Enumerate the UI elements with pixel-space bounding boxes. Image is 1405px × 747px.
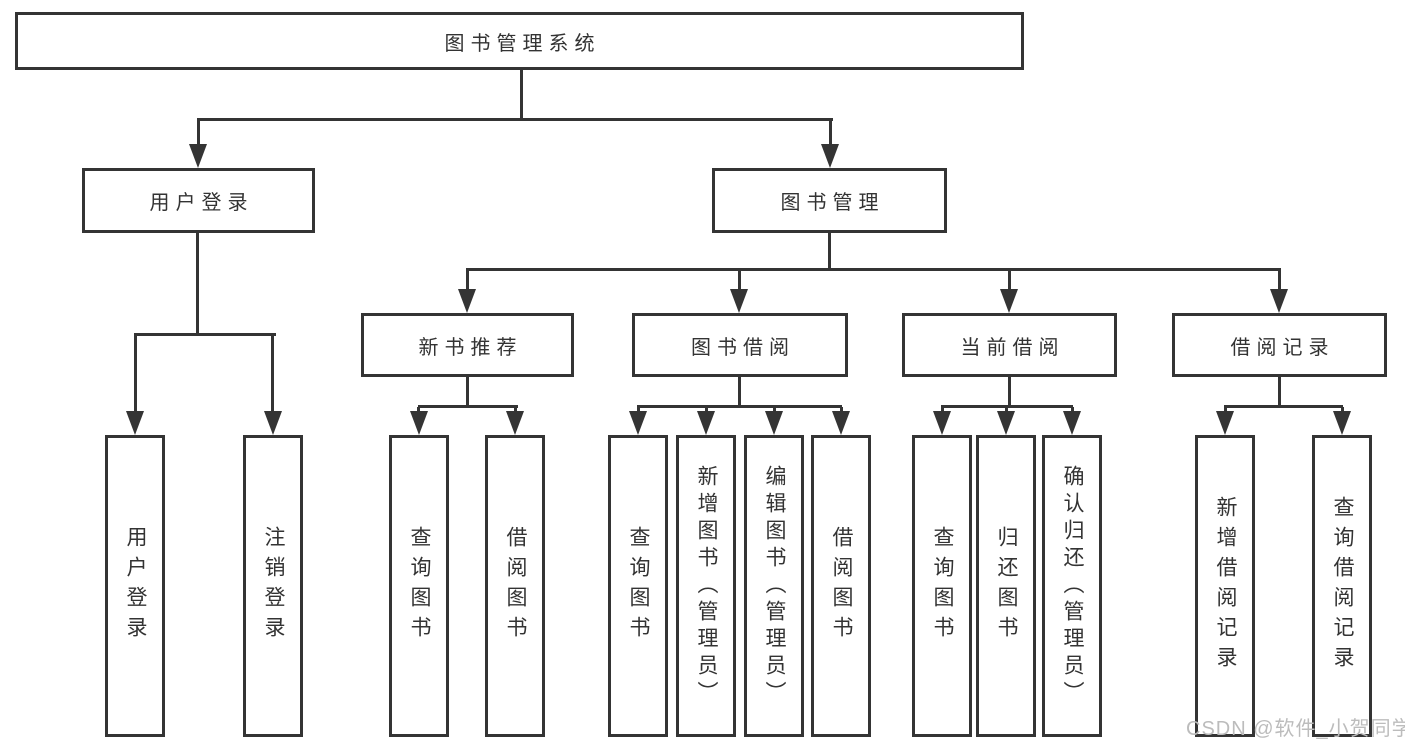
node-label: 图书借阅	[691, 336, 795, 359]
leaf-edit-books-admin: 编辑图书（管理员）	[744, 435, 804, 737]
leaf-label: 注销登录	[262, 526, 285, 646]
leaf-add-borrow-record: 新增借阅记录	[1195, 435, 1255, 737]
arrow-down-icon	[410, 411, 428, 435]
connector-line	[466, 270, 469, 291]
node-book-management: 图书管理	[712, 168, 947, 233]
arrow-down-icon	[1333, 411, 1351, 435]
leaf-return-books: 归还图书	[976, 435, 1036, 737]
arrow-down-icon	[1216, 411, 1234, 435]
connector-line	[1008, 377, 1011, 408]
connector-line	[1278, 377, 1281, 408]
leaf-label: 编辑图书（管理员）	[763, 464, 786, 708]
node-label: 图书管理系统	[444, 32, 601, 55]
leaf-query-books-recommend: 查询图书	[389, 435, 449, 737]
connector-line	[1224, 405, 1343, 408]
connector-line	[466, 377, 469, 408]
node-label: 新书推荐	[418, 336, 523, 359]
leaf-query-books-current: 查询图书	[912, 435, 972, 737]
node-label: 借阅记录	[1230, 336, 1335, 359]
leaf-borrow-books: 借阅图书	[811, 435, 871, 737]
leaf-label: 借阅图书	[830, 526, 853, 646]
leaf-label: 查询图书	[627, 526, 650, 646]
connector-line	[271, 335, 274, 413]
arrow-down-icon	[765, 411, 783, 435]
node-book-borrow: 图书借阅	[632, 313, 848, 377]
connector-line	[637, 405, 842, 408]
arrow-down-icon	[832, 411, 850, 435]
arrow-down-icon	[458, 289, 476, 313]
arrow-down-icon	[506, 411, 524, 435]
connector-line	[197, 118, 833, 121]
node-user-login: 用户登录	[82, 168, 315, 233]
leaf-label: 用户登录	[124, 526, 147, 646]
leaf-query-borrow-record: 查询借阅记录	[1312, 435, 1372, 737]
leaf-label: 归还图书	[995, 526, 1018, 646]
leaf-borrow-books-recommend: 借阅图书	[485, 435, 545, 737]
arrow-down-icon	[126, 411, 144, 435]
leaf-label: 查询借阅记录	[1331, 496, 1354, 676]
arrow-down-icon	[933, 411, 951, 435]
connector-line	[196, 233, 199, 335]
leaf-label: 查询图书	[931, 526, 954, 646]
arrow-down-icon	[1270, 289, 1288, 313]
connector-line	[418, 405, 518, 408]
arrow-down-icon	[730, 289, 748, 313]
leaf-user-login: 用户登录	[105, 435, 165, 737]
connector-line	[134, 335, 137, 413]
connector-line	[520, 70, 523, 120]
connector-line	[1008, 270, 1011, 291]
arrow-down-icon	[264, 411, 282, 435]
arrow-down-icon	[997, 411, 1015, 435]
connector-line	[738, 377, 741, 408]
node-label: 图书管理	[780, 192, 885, 214]
arrow-down-icon	[1000, 289, 1018, 313]
node-new-book-recommend: 新书推荐	[361, 313, 574, 377]
connector-line	[829, 120, 832, 146]
arrow-down-icon	[1063, 411, 1081, 435]
connector-line	[134, 333, 276, 336]
connector-line	[197, 120, 200, 146]
connector-line	[738, 270, 741, 291]
connector-line	[828, 233, 831, 270]
leaf-add-books-admin: 新增图书（管理员）	[676, 435, 736, 737]
leaf-query-books-borrow: 查询图书	[608, 435, 668, 737]
node-borrow-records: 借阅记录	[1172, 313, 1387, 377]
leaf-confirm-return-admin: 确认归还（管理员）	[1042, 435, 1102, 737]
connector-line	[1278, 270, 1281, 291]
leaf-logout: 注销登录	[243, 435, 303, 737]
leaf-label: 确认归还（管理员）	[1061, 464, 1084, 708]
csdn-watermark: CSDN @软件_小贺同学	[1186, 718, 1405, 740]
node-current-borrow: 当前借阅	[902, 313, 1117, 377]
arrow-down-icon	[189, 144, 207, 168]
node-label: 当前借阅	[960, 336, 1065, 359]
connector-line	[941, 405, 1073, 408]
node-library-management-system: 图书管理系统	[15, 12, 1024, 70]
arrow-down-icon	[629, 411, 647, 435]
connector-line	[466, 268, 1281, 271]
leaf-label: 新增图书（管理员）	[695, 464, 718, 708]
leaf-label: 新增借阅记录	[1214, 496, 1237, 676]
arrow-down-icon	[821, 144, 839, 168]
leaf-label: 借阅图书	[504, 526, 527, 646]
node-label: 用户登录	[149, 192, 254, 214]
leaf-label: 查询图书	[408, 526, 431, 646]
arrow-down-icon	[697, 411, 715, 435]
